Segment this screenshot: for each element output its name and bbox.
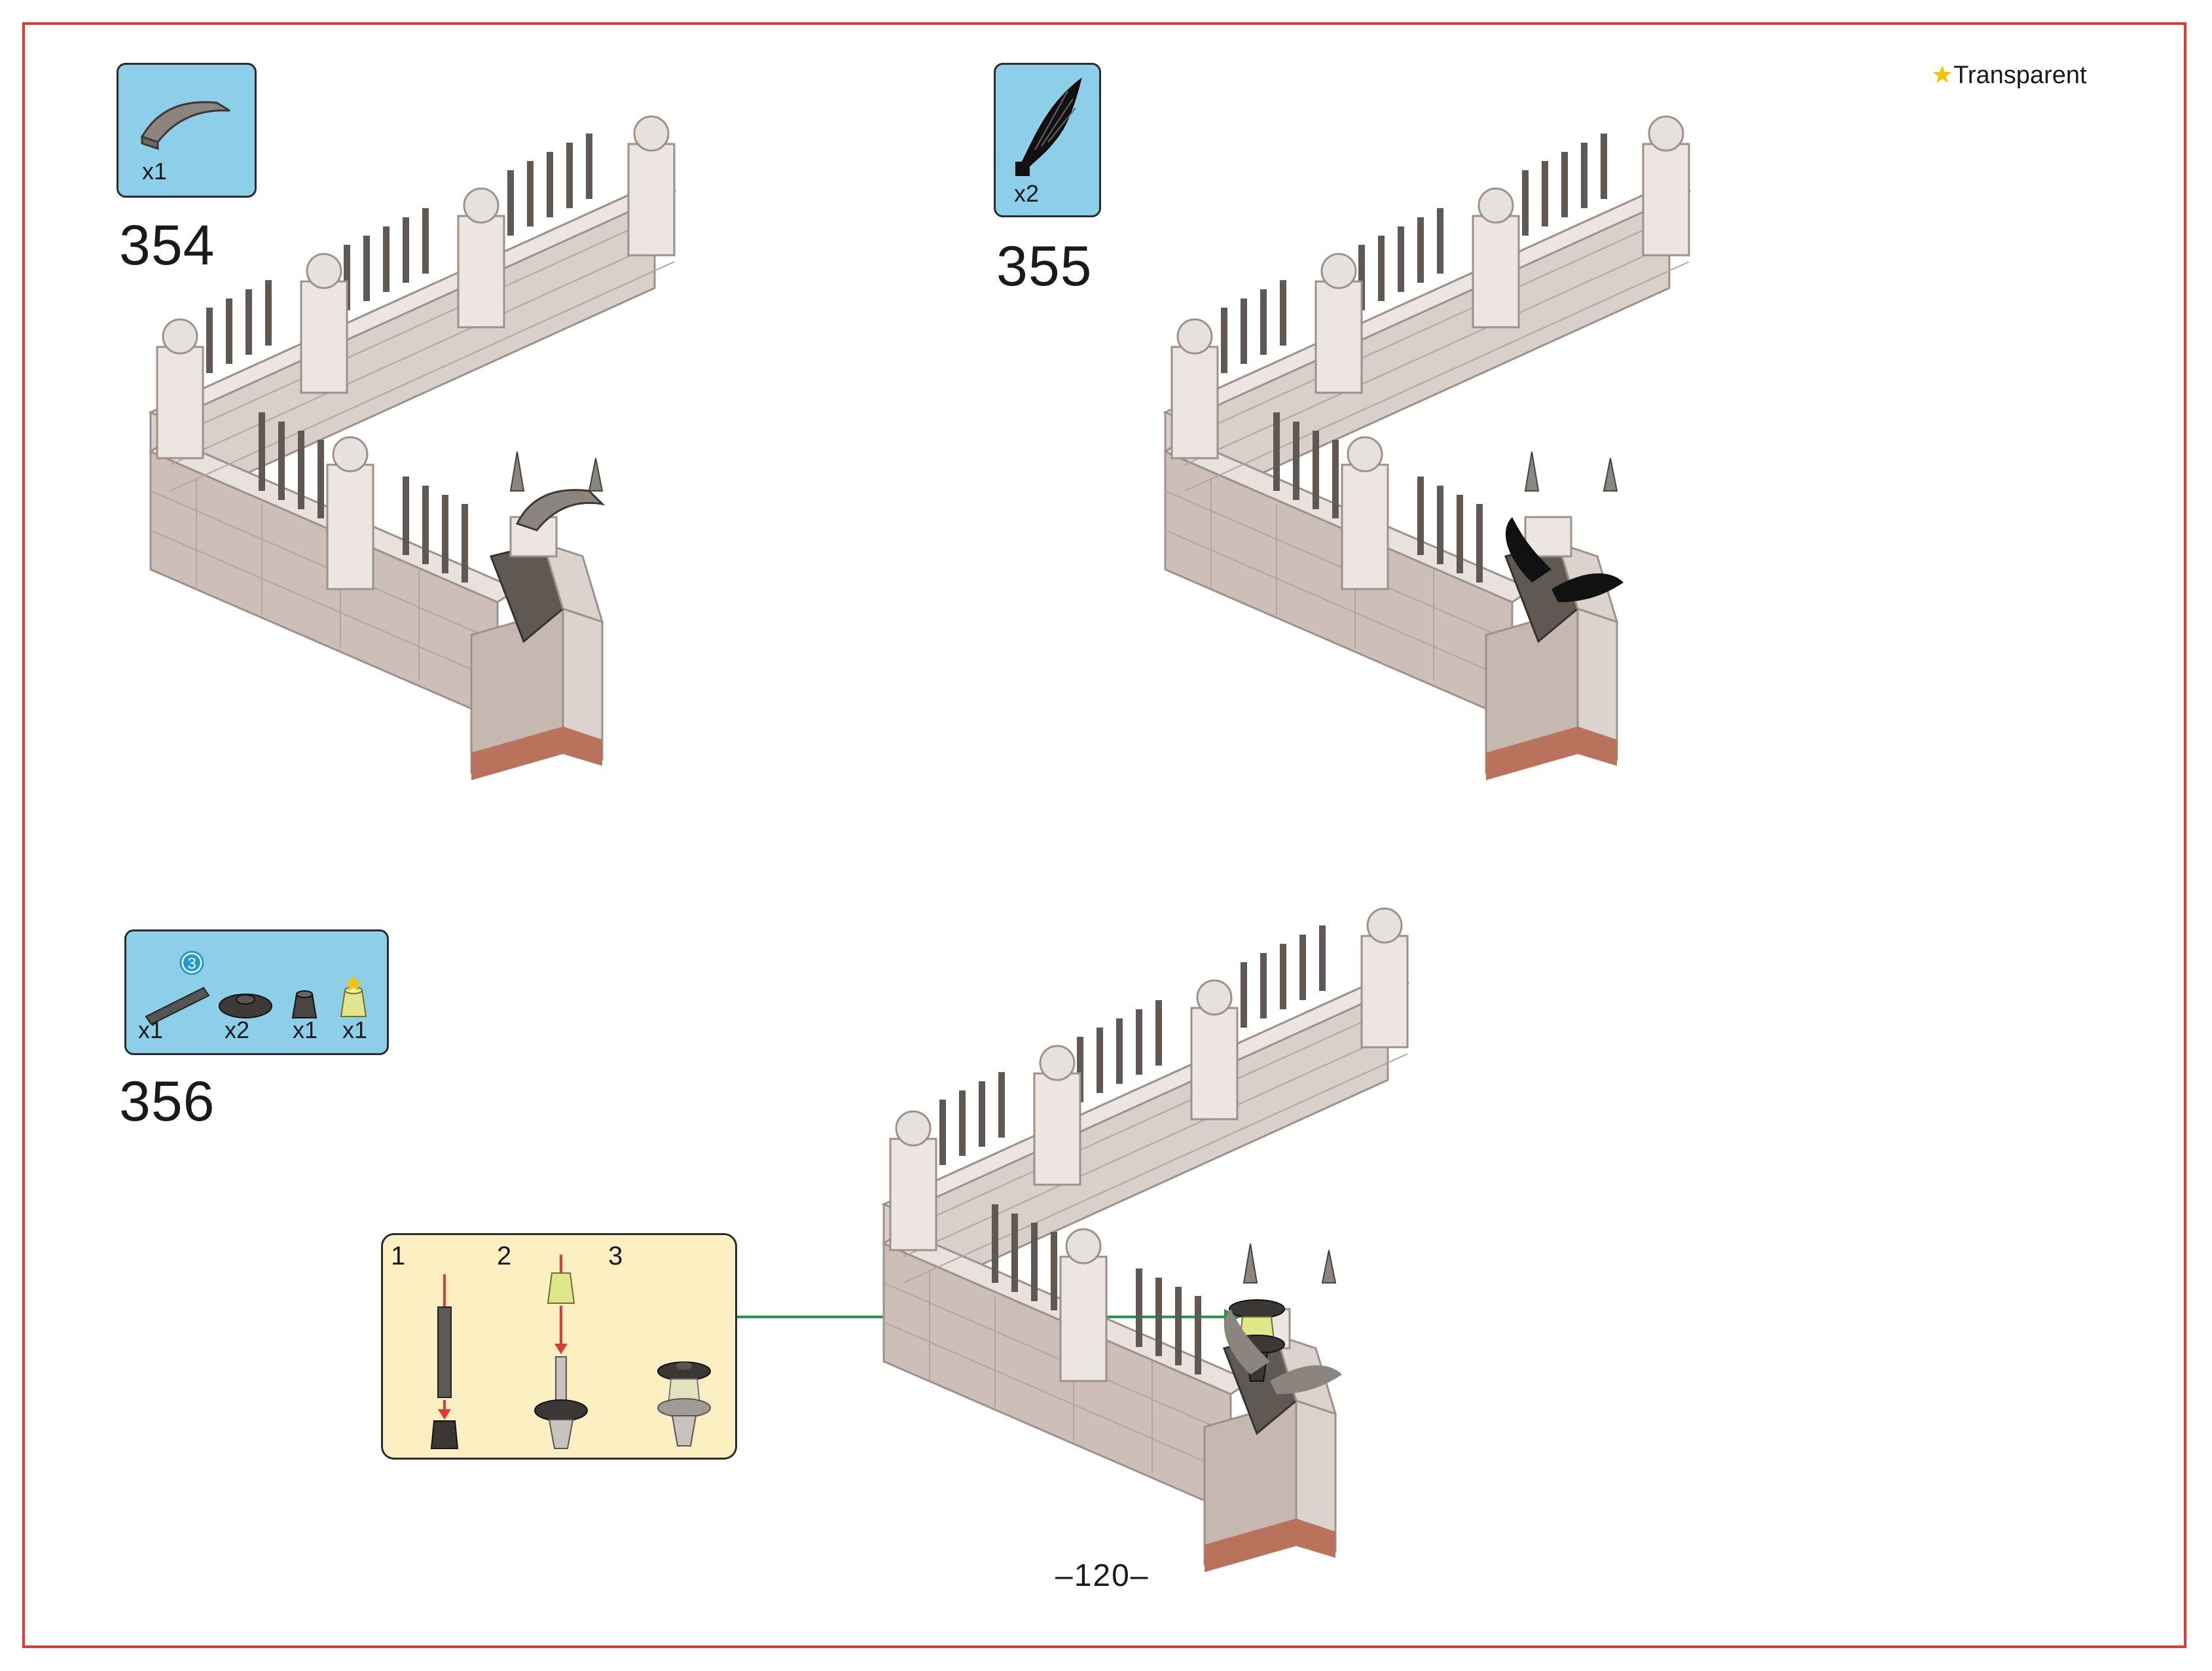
model-step-354 <box>65 72 720 857</box>
part-qty: x2 <box>225 1016 250 1043</box>
parts-list-icons: 3 <box>145 950 367 1026</box>
wings-icon <box>1224 1309 1342 1394</box>
part-qty: x1 <box>138 1016 164 1043</box>
star-icon: ★ <box>1931 62 1954 89</box>
lamp-assembly-diagram <box>430 1255 711 1449</box>
transparent-cone-icon <box>340 975 367 1017</box>
callout-badge: 3 <box>179 950 204 975</box>
sub-step-2: 2 <box>497 1242 512 1270</box>
part-qty: x1 <box>142 158 168 185</box>
new-curved-slope <box>515 489 606 531</box>
parts-list-356: 3 x1 x2 x1 x1 <box>124 929 389 1055</box>
wings-icon <box>1506 517 1623 602</box>
part-qty: x1 <box>342 1016 368 1043</box>
parts-list-354: x1 <box>117 63 257 198</box>
wing-icon <box>1015 77 1082 176</box>
sub-step-3: 3 <box>608 1242 623 1270</box>
round-plate-icon <box>219 994 272 1018</box>
step-number-354: 354 <box>119 214 215 277</box>
page-border <box>22 22 2186 1648</box>
callout-badge-label: 3 <box>187 955 196 973</box>
step-number-355: 355 <box>996 235 1093 298</box>
part-qty: x2 <box>1014 180 1040 207</box>
parts-list-355: x2 <box>994 63 1101 217</box>
step-number-356: 356 <box>119 1070 215 1133</box>
legend-label: Transparent <box>1953 62 2087 89</box>
sub-step-1: 1 <box>391 1242 406 1270</box>
part-qty: x1 <box>293 1016 318 1043</box>
sub-assembly-callout: 1 2 3 <box>381 1233 737 1460</box>
page-number: –120– <box>1055 1558 1150 1593</box>
curved-slope-icon <box>140 101 230 151</box>
transparent-legend: ★Transparent <box>1931 60 2087 90</box>
model-step-355 <box>1080 72 1735 857</box>
model-step-356 <box>799 864 1453 1649</box>
bar-icon <box>145 986 210 1026</box>
cone-icon <box>291 990 317 1018</box>
